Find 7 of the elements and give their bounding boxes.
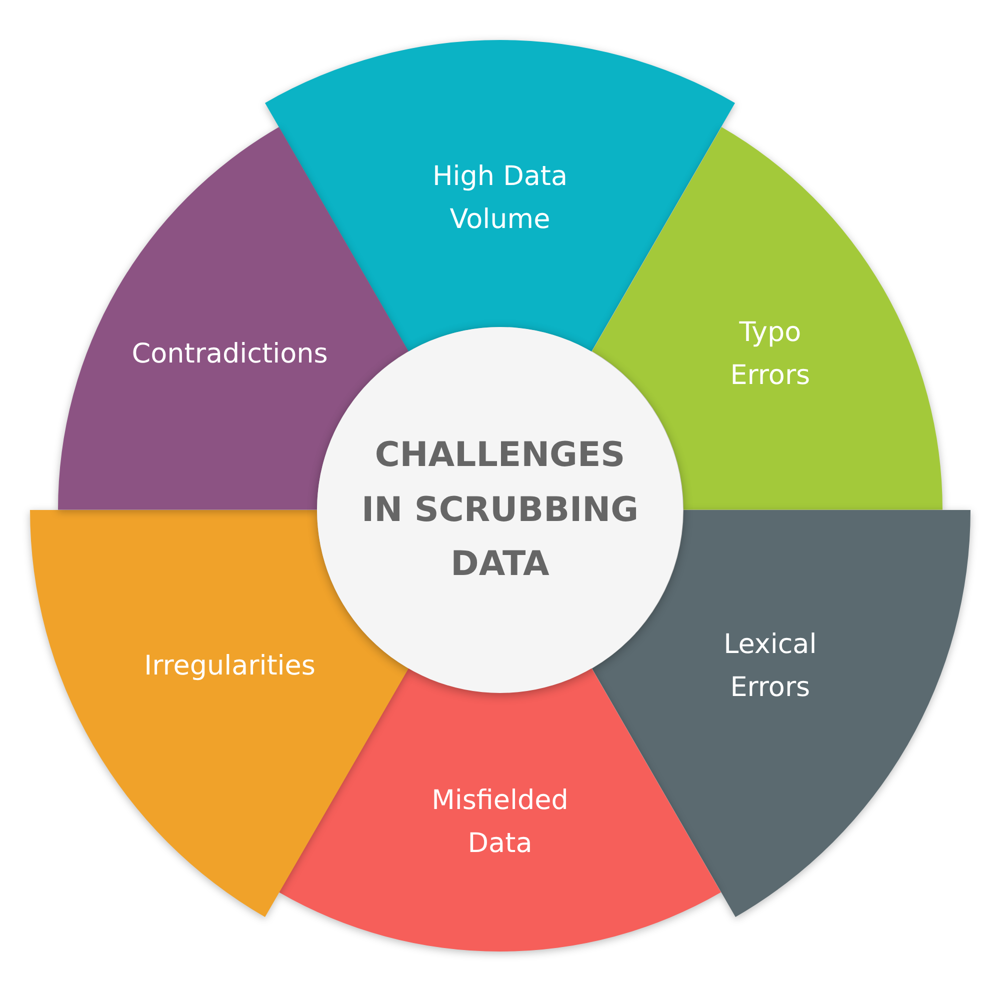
segment-label: Contradictions bbox=[130, 337, 329, 372]
segment-label: Typo Errors bbox=[729, 316, 812, 393]
segment-label: High Data Volume bbox=[431, 160, 569, 237]
segment-label: Irregularities bbox=[143, 649, 316, 684]
segment-label: Lexical Errors bbox=[722, 628, 818, 705]
segment-label: Misfielded Data bbox=[430, 784, 570, 861]
center-title: CHALLENGES IN SCRUBBING DATA bbox=[360, 434, 640, 586]
